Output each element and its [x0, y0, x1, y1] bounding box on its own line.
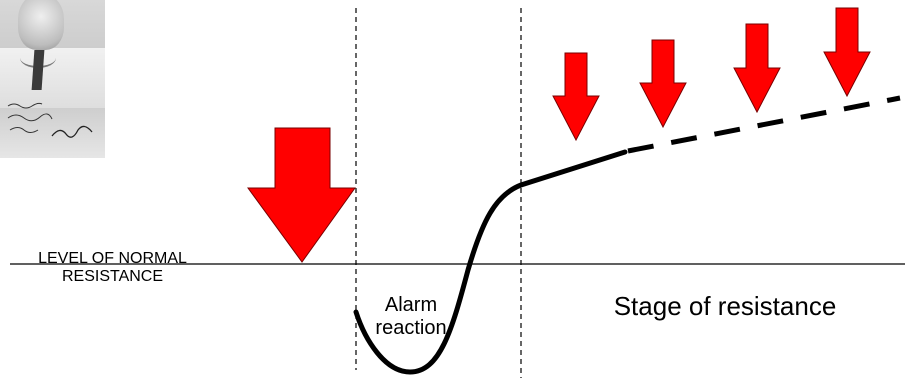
stressor-arrow-4 [823, 7, 871, 98]
stressor-arrow-large [247, 127, 356, 263]
alarm-reaction-label: Alarm reaction [375, 294, 447, 339]
resistance-curve [353, 149, 628, 375]
photo-signature-scribble [7, 102, 93, 138]
resistance-curve-continuation [627, 95, 901, 154]
stressor-arrow-1 [552, 52, 600, 142]
stressor-arrow-2 [639, 39, 687, 129]
stage-of-resistance-label: Stage of resistance [613, 291, 837, 321]
portrait-photo [0, 0, 105, 158]
normal-resistance-label: LEVEL OF NORMAL RESISTANCE [38, 250, 187, 286]
stressor-arrow-3 [733, 23, 781, 114]
photo-head [18, 0, 64, 50]
